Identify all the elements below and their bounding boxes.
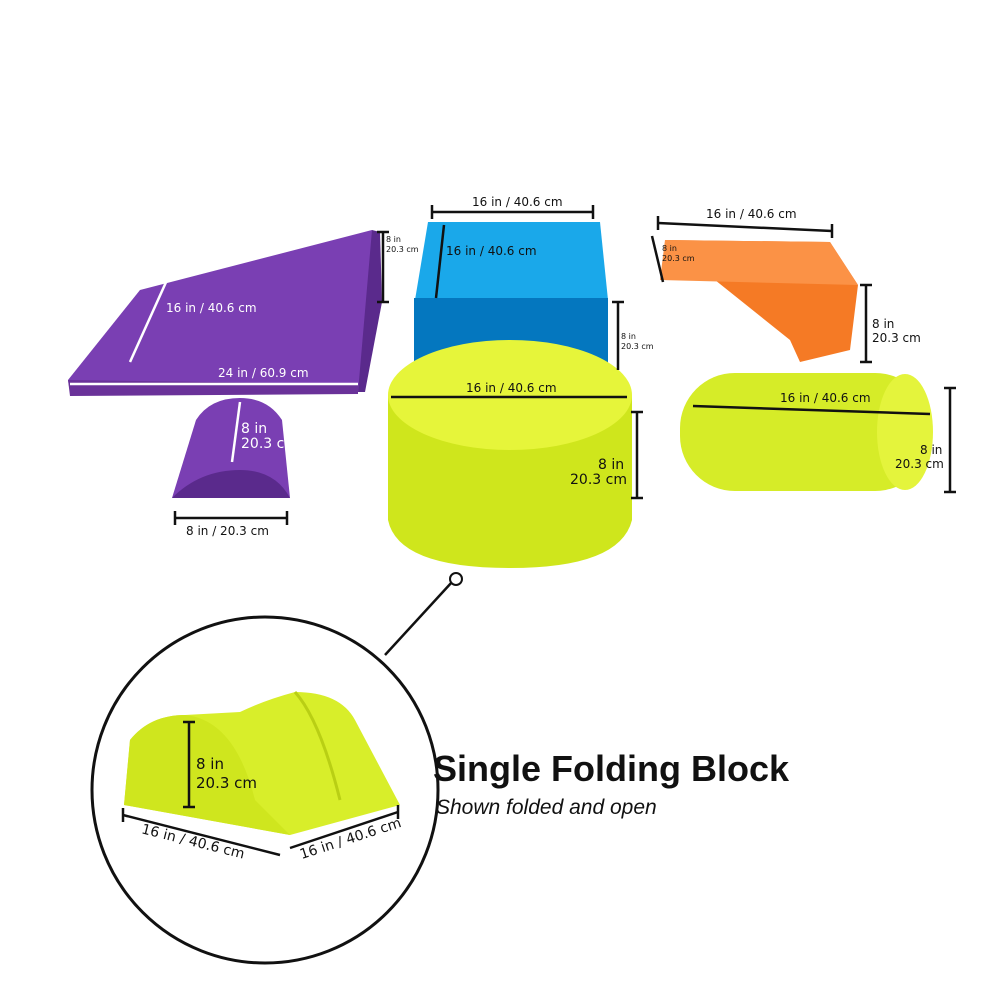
white-dimension-lines	[70, 279, 358, 463]
bolster-diameter-cm: 20.3 cm	[895, 457, 944, 471]
cube-width-label: 16 in / 40.6 cm	[472, 195, 563, 209]
wedge-height-cm: 20.3 cm	[386, 245, 419, 254]
half-round-height-cm: 20.3 cm	[241, 436, 298, 452]
callout-subtitle: Shown folded and open	[436, 796, 657, 819]
dimension-lines	[173, 205, 956, 656]
arch-width-label: 16 in / 40.6 cm	[706, 207, 797, 221]
cube-height-in: 8 in	[621, 332, 636, 341]
bolster-length-label: 16 in / 40.6 cm	[780, 391, 871, 405]
wedge-height-in: 8 in	[386, 235, 401, 244]
cube-height-cm: 20.3 cm	[621, 342, 654, 351]
bolster-block	[680, 373, 933, 491]
half-round-height-in: 8 in	[241, 421, 268, 437]
arch-height-cm: 20.3 cm	[872, 331, 921, 345]
half-round-width-label: 8 in / 20.3 cm	[186, 524, 269, 538]
arch-block	[660, 240, 858, 362]
arch-depth-cm: 20.3 cm	[662, 254, 695, 263]
cylinder-height-cm: 20.3 cm	[570, 472, 627, 488]
callout-title: Single Folding Block	[433, 748, 790, 789]
arch-depth-in: 8 in	[662, 244, 677, 253]
folding-height-in: 8 in	[196, 755, 224, 773]
folding-height-cm: 20.3 cm	[196, 774, 258, 792]
cylinder-diameter-label: 16 in / 40.6 cm	[466, 381, 557, 395]
bolster-diameter-in: 8 in	[920, 443, 943, 457]
cylinder-height-in: 8 in	[598, 457, 625, 473]
wedge-base-label: 24 in / 60.9 cm	[218, 366, 309, 380]
wedge-slope-label: 16 in / 40.6 cm	[166, 301, 257, 315]
arch-height-in: 8 in	[872, 317, 895, 331]
cube-depth-label: 16 in / 40.6 cm	[446, 244, 537, 258]
cylinder-block	[388, 340, 632, 568]
half-round-block	[172, 398, 290, 498]
folding-block	[124, 691, 400, 835]
